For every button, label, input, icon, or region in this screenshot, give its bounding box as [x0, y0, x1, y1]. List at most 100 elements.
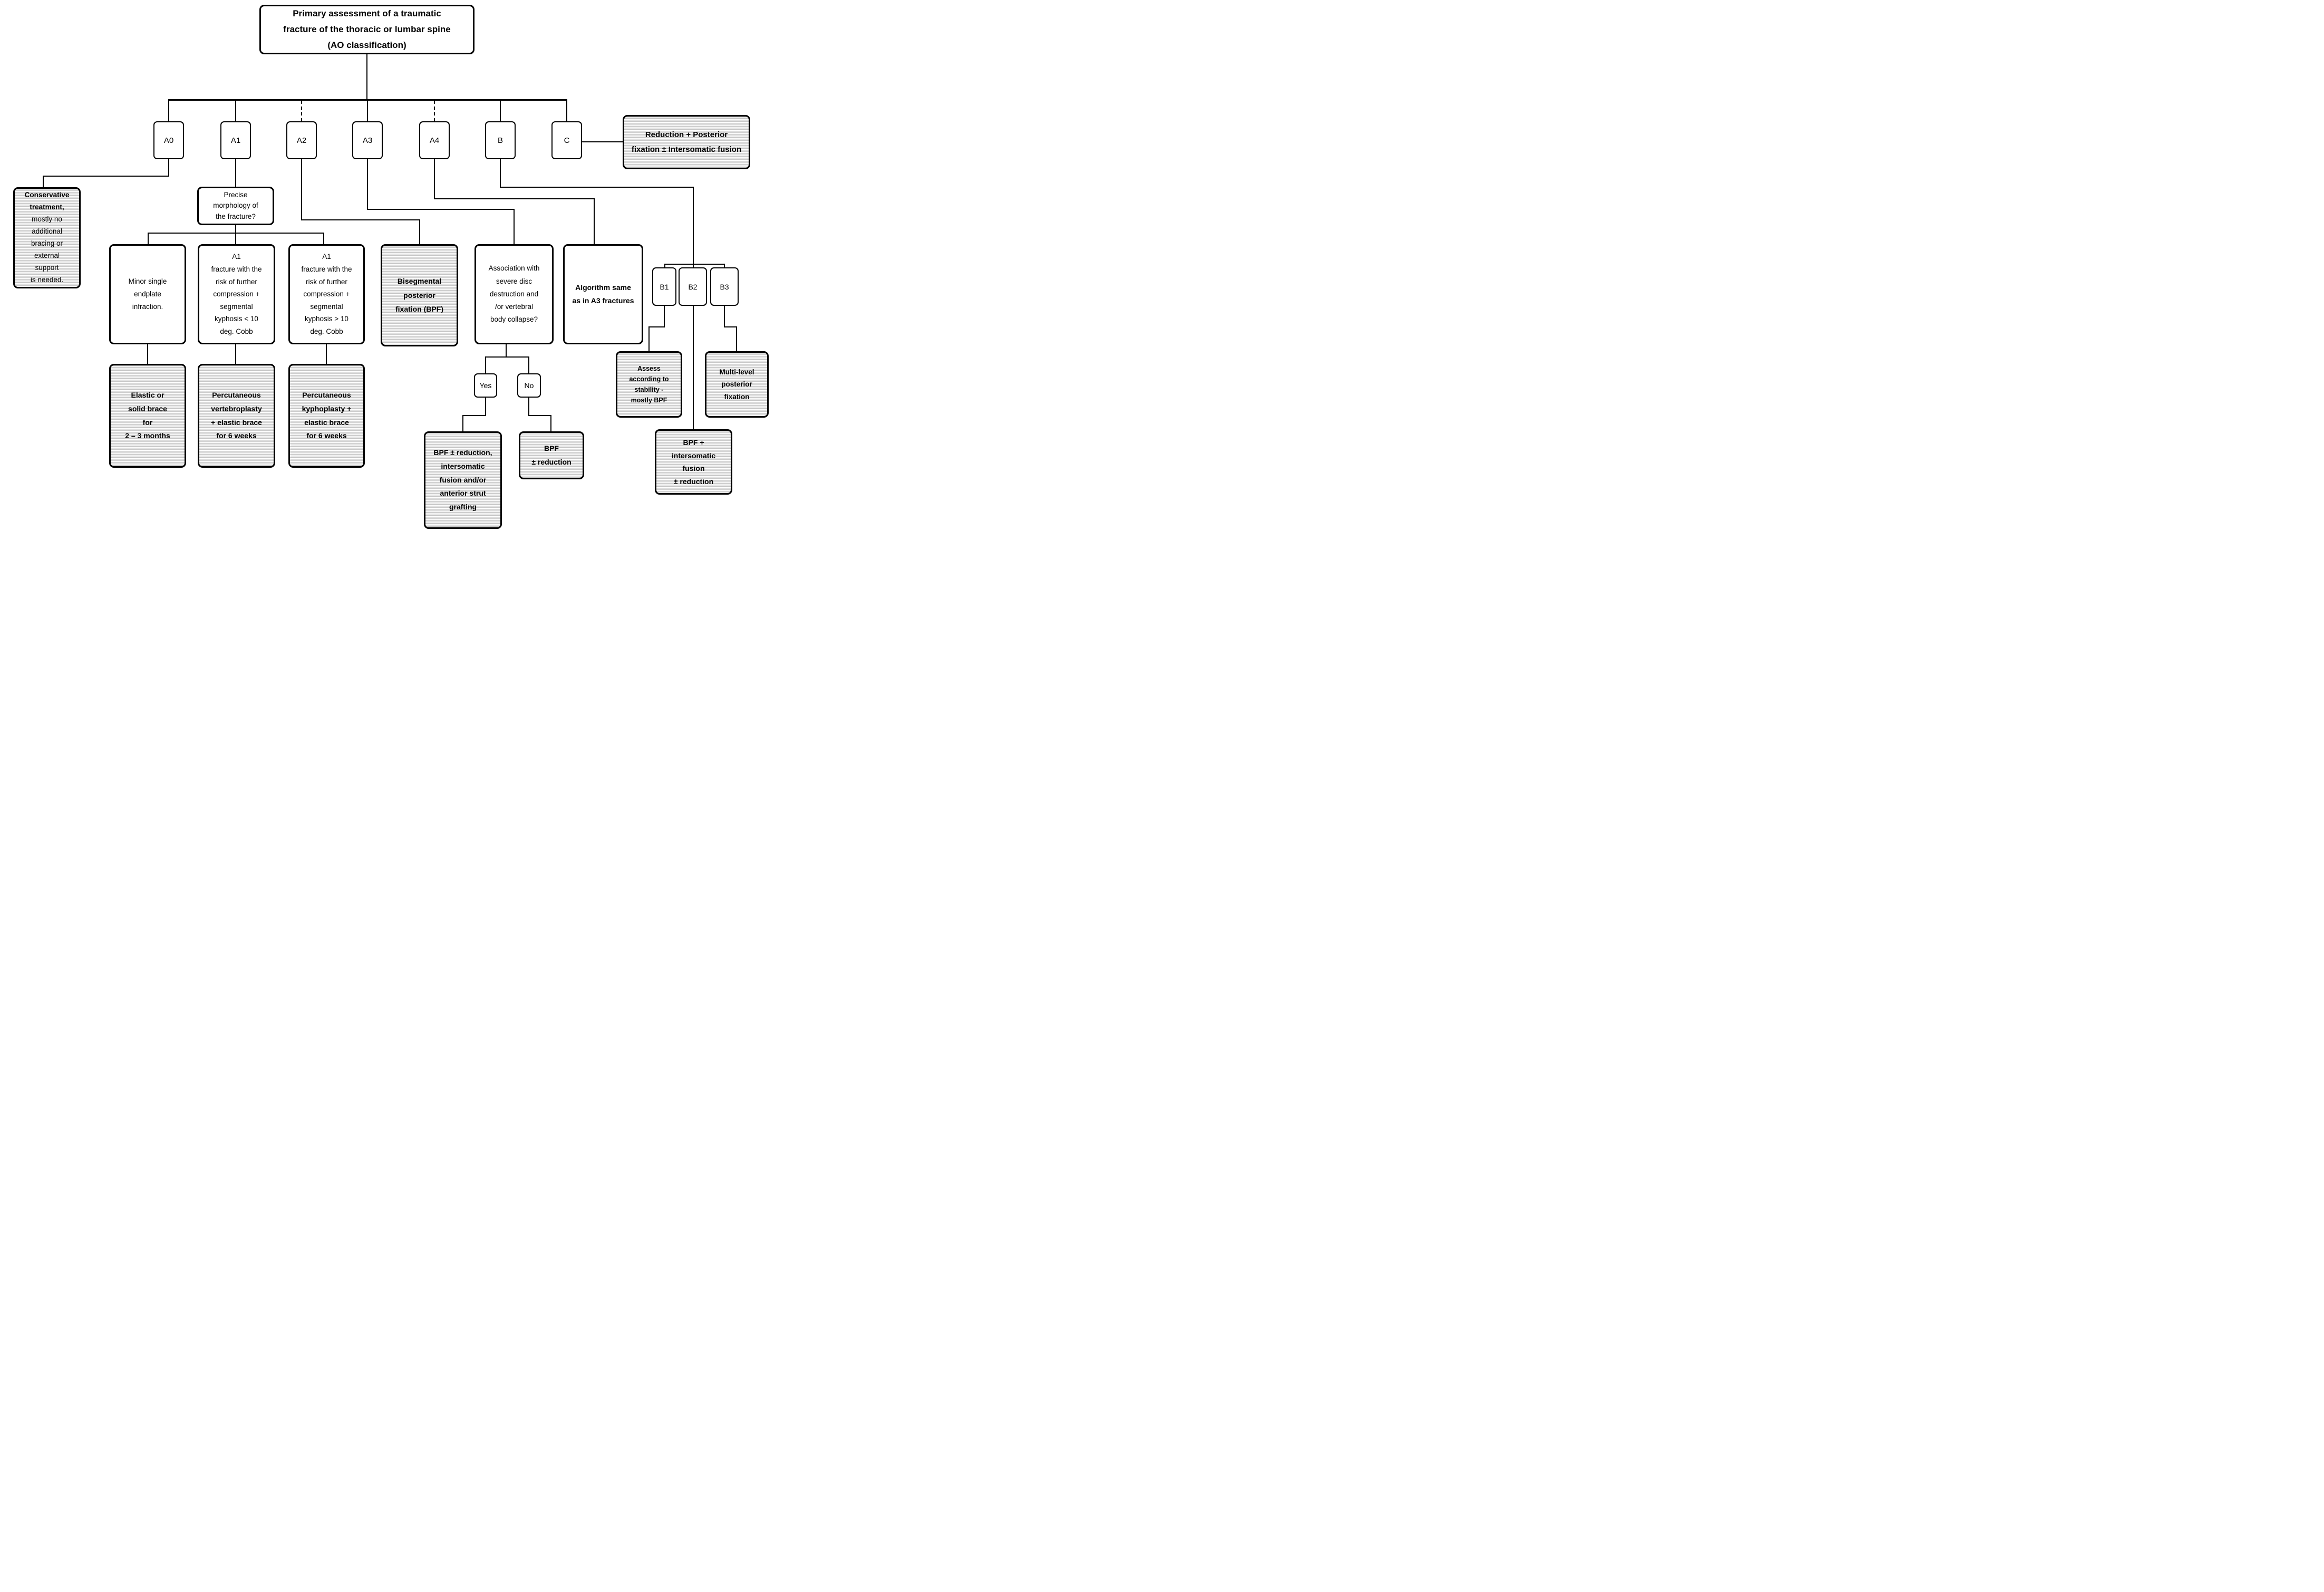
node-subcategory-b2: B2	[679, 267, 707, 306]
connector-a1less-to-vertebroplasty	[235, 344, 236, 364]
association-question-text: Association with severe disc destruction…	[488, 264, 540, 324]
node-category-a0: A0	[153, 121, 184, 159]
connector-title-stem	[366, 54, 367, 99]
node-category-a3: A3	[352, 121, 383, 159]
connector-a3-into-association	[514, 209, 515, 244]
vertebroplasty-text: Percutaneous vertebroplasty + elastic br…	[211, 390, 262, 440]
minor-endplate-text: Minor single endplate infraction.	[128, 277, 167, 311]
node-algorithm-a3: Algorithm same as in A3 fractures	[563, 244, 643, 344]
node-precise-morphology: Precise morphology of the fracture?	[197, 187, 274, 225]
subcategory-b2-label: B2	[688, 282, 698, 291]
connector-b3-right	[724, 326, 737, 327]
connector-yes-no-splitter	[485, 356, 529, 358]
node-title: Primary assessment of a traumatic fractu…	[259, 5, 475, 54]
connector-distribution-line	[168, 99, 567, 101]
connector-b-splitter	[664, 264, 725, 265]
connector-a4-right	[434, 198, 595, 199]
connector-a0-into-conservative	[43, 176, 44, 187]
connector-b1-left	[648, 326, 665, 327]
category-a4-label: A4	[429, 136, 440, 145]
conservative-lead: Conservative treatment,	[24, 191, 70, 211]
node-multilevel-fixation: Multi-level posterior fixation	[705, 351, 769, 418]
title-text: Primary assessment of a traumatic fractu…	[283, 8, 451, 50]
node-category-a4: A4	[419, 121, 450, 159]
connector-yes-into-bpf-fusion	[462, 415, 463, 431]
connector-a0-left	[43, 176, 169, 177]
connector-no-down	[528, 398, 529, 415]
connector-split-to-b3	[724, 264, 725, 267]
bisegmental-bpf-text: Bisegmental posterior fixation (BPF)	[395, 277, 443, 314]
connector-a4-into-algorithm	[594, 198, 595, 244]
connector-a4-down	[434, 159, 435, 198]
node-subcategory-b1: B1	[652, 267, 676, 306]
connector-split-to-a1more	[323, 233, 324, 244]
node-category-c: C	[551, 121, 582, 159]
connector-no-right	[528, 415, 551, 416]
connector-drop-a4-dashed	[434, 101, 435, 121]
elastic-brace-text: Elastic or solid brace for 2 – 3 months	[125, 390, 170, 440]
connector-a1-down	[235, 159, 236, 187]
reduction-posterior-text: Reduction + Posterior fixation ± Interso…	[631, 130, 742, 154]
connector-b-into-b2	[693, 187, 694, 267]
bpf-intersomatic-text: BPF + intersomatic fusion ± reduction	[671, 438, 716, 486]
no-label: No	[524, 381, 534, 390]
connector-split-to-a1less	[235, 233, 236, 244]
connector-yes-down	[485, 398, 486, 415]
connector-drop-c	[566, 101, 567, 121]
node-association-question: Association with severe disc destruction…	[475, 244, 554, 344]
node-conservative-treatment: Conservative treatment, mostly no additi…	[13, 187, 81, 288]
connector-split-to-b1	[664, 264, 665, 267]
connector-a1more-to-kyphoplasty	[326, 344, 327, 364]
connector-b1-into-assess	[648, 326, 650, 351]
node-yes: Yes	[474, 373, 497, 398]
multilevel-fixation-text: Multi-level posterior fixation	[719, 368, 754, 401]
connector-a3-right	[367, 209, 515, 210]
node-bpf-intersomatic: BPF + intersomatic fusion ± reduction	[655, 429, 732, 495]
connector-split-to-minor	[148, 233, 149, 244]
node-no: No	[517, 373, 541, 398]
category-a1-label: A1	[230, 136, 241, 145]
connector-b3-down	[724, 306, 725, 326]
connector-b-down	[500, 159, 501, 187]
algorithm-a3-text: Algorithm same as in A3 fractures	[572, 283, 634, 305]
connector-b-right	[500, 187, 694, 188]
category-a3-label: A3	[362, 136, 373, 145]
connector-drop-b	[500, 101, 501, 121]
node-kyphoplasty: Percutaneous kyphoplasty + elastic brace…	[288, 364, 365, 468]
connector-drop-a3	[367, 101, 368, 121]
connector-drop-a2-dashed	[301, 101, 302, 121]
node-category-b: B	[485, 121, 516, 159]
node-bisegmental-bpf: Bisegmental posterior fixation (BPF)	[381, 244, 458, 346]
connector-a2-into-bisegmental	[419, 219, 420, 244]
category-a0-label: A0	[163, 136, 174, 145]
connector-b1-down	[664, 306, 665, 326]
category-c-label: C	[564, 136, 570, 145]
connector-a2-right	[301, 219, 420, 220]
connector-no-into-bpf-reduction	[550, 415, 551, 431]
connector-a0-down	[168, 159, 169, 176]
connector-a3-down	[367, 159, 368, 209]
node-subcategory-b3: B3	[710, 267, 739, 306]
precise-morphology-text: Precise morphology of the fracture?	[213, 191, 258, 220]
connector-c-to-reduction	[582, 141, 623, 142]
conservative-text: Conservative treatment, mostly no additi…	[25, 189, 70, 286]
connector-yes-left	[462, 415, 486, 416]
connector-b2-into-bpf-intersomatic	[693, 306, 694, 429]
node-assess-stability: Assess according to stability - mostly B…	[616, 351, 682, 418]
kyphoplasty-text: Percutaneous kyphoplasty + elastic brace…	[302, 390, 352, 440]
node-bpf-fusion-grafting: BPF ± reduction, intersomatic fusion and…	[424, 431, 502, 529]
node-a1-kyphosis-gt10: A1 fracture with the risk of further com…	[288, 244, 365, 344]
connector-drop-a1	[235, 101, 236, 121]
bpf-fusion-grafting-text: BPF ± reduction, intersomatic fusion and…	[433, 448, 492, 512]
node-category-a1: A1	[220, 121, 251, 159]
subcategory-b3-label: B3	[720, 282, 729, 291]
category-b-label: B	[497, 136, 503, 145]
node-a1-kyphosis-lt10: A1 fracture with the risk of further com…	[198, 244, 275, 344]
connector-a2-down	[301, 159, 302, 219]
subcategory-b1-label: B1	[660, 282, 669, 291]
connector-minor-to-elastic	[147, 344, 148, 364]
a1-kyphosis-gt10-text: A1 fracture with the risk of further com…	[301, 253, 352, 336]
node-minor-endplate: Minor single endplate infraction.	[109, 244, 186, 344]
node-category-a2: A2	[286, 121, 317, 159]
bpf-reduction-text: BPF ± reduction	[531, 444, 572, 466]
